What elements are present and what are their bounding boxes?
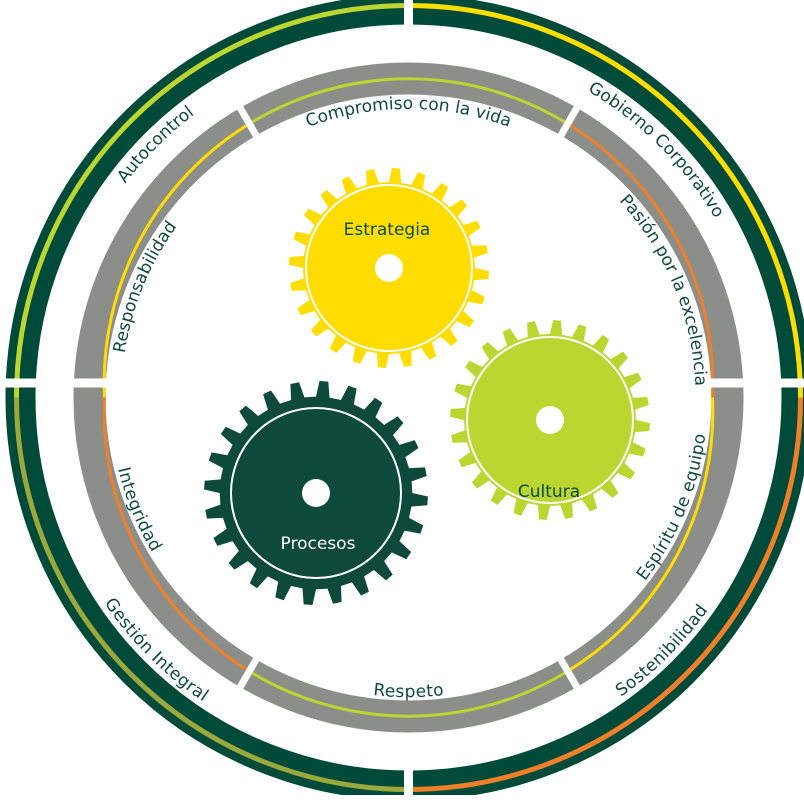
gear-cultura-hub	[536, 406, 564, 434]
outer-accent-top-right	[408, 3, 803, 398]
gear-estrategia-hub	[375, 254, 403, 282]
gear-cultura-label: Cultura	[518, 482, 580, 502]
inner-accent-lower-left	[102, 397, 250, 673]
gear-procesos-inner-ring	[230, 407, 402, 579]
inner-label-respeto: Respeto	[372, 680, 444, 702]
inner-ring	[73, 62, 744, 733]
inner-accent-upper-right	[567, 122, 715, 398]
inner-accent-bottom	[248, 669, 569, 718]
outer-accent-bottom-left	[14, 397, 409, 792]
gear-estrategia-inner-ring	[305, 184, 473, 352]
gear-procesos-label: Procesos	[281, 534, 356, 554]
gear-procesos: Procesos	[204, 381, 428, 605]
outer-accent-bottom-right	[408, 397, 803, 792]
gear-estrategia-label: Estrategia	[344, 220, 431, 240]
outer-ring	[5, 0, 804, 800]
outer-ring-band	[5, 0, 804, 800]
inner-accent-lower-right	[567, 397, 715, 673]
gear-estrategia: Estrategia	[289, 168, 489, 368]
gear-cultura-inner-ring	[466, 336, 634, 504]
inner-accent-top	[248, 77, 569, 126]
outer-accent-top-left	[14, 3, 409, 398]
gear-procesos-hub	[302, 479, 330, 507]
inner-accent-upper-left	[102, 122, 250, 398]
gear-cultura: Cultura	[450, 320, 650, 520]
